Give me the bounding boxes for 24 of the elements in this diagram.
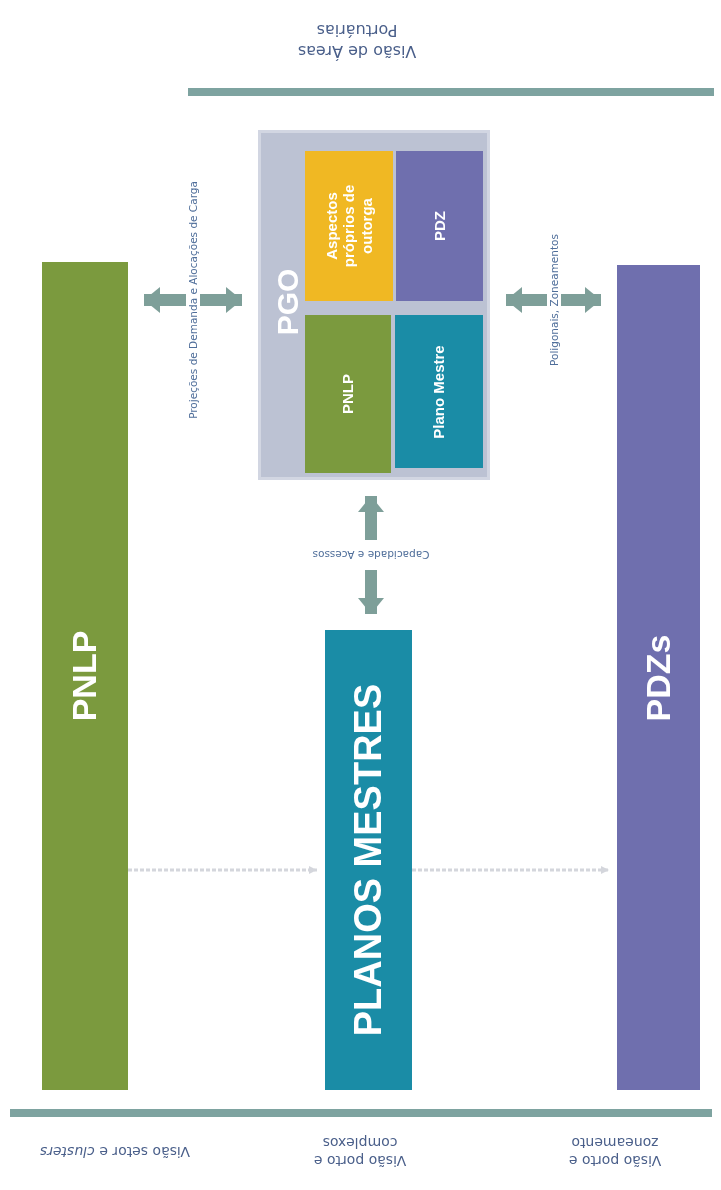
box-label: Plano Mestre — [430, 343, 448, 441]
box-label: PNLP — [65, 629, 105, 724]
process-box — [305, 315, 391, 473]
box-label: Aspectos próprios de outorga — [323, 183, 375, 270]
axis-caption: Visão setor e clusters — [38, 1143, 192, 1162]
column-bar — [42, 262, 128, 1090]
group-title: PGO — [270, 267, 305, 338]
group-panel — [258, 130, 490, 480]
process-box — [395, 315, 483, 468]
arrow — [128, 866, 317, 874]
box-label: PNLP — [339, 373, 357, 416]
double-arrow — [144, 287, 242, 313]
process-box — [305, 151, 393, 301]
axis-caption: Visão porto e complexos — [312, 1134, 408, 1171]
box-label: PDZ — [430, 210, 449, 243]
box-label: PDZs — [638, 633, 678, 723]
axis-caption: Visão porto e zoneamento — [567, 1134, 663, 1171]
process-box — [396, 151, 483, 301]
double-arrow — [506, 287, 601, 313]
box-label: PLANOS MESTRES — [346, 682, 390, 1039]
section-heading: Visão de Áreas Portuárias — [296, 20, 418, 61]
column-bar — [325, 630, 412, 1090]
column-bar — [617, 265, 700, 1090]
arrow — [412, 866, 609, 874]
